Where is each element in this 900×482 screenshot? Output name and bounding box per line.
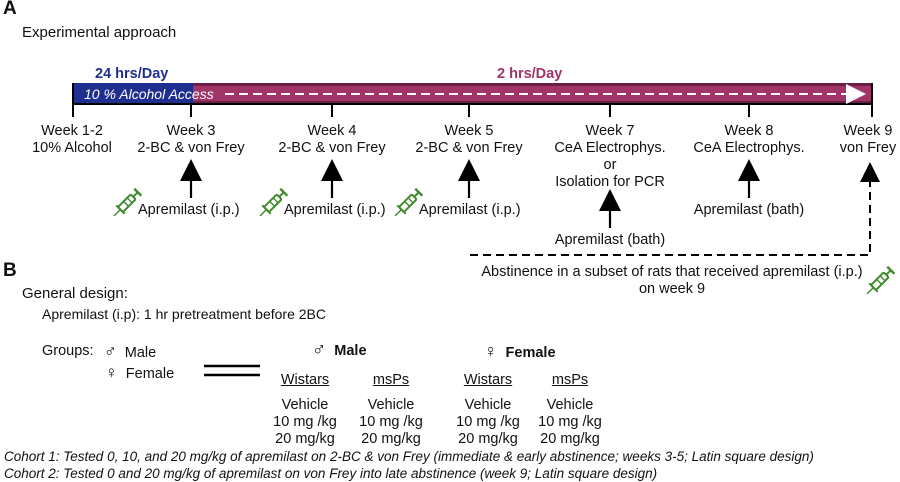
week-title: Week 4 — [307, 123, 357, 139]
male-header-label: Male — [334, 343, 367, 359]
dose-row: Vehicle — [367, 397, 415, 413]
week-9: Week 9 von Frey — [840, 123, 896, 157]
cohort-2-note: Cohort 2: Tested 0 and 20 mg/kg of aprem… — [4, 466, 658, 481]
week-title: Week 8 — [724, 123, 774, 139]
group-column-male-wistars: Wistars Vehicle 10 mg /kg 20 mg/kg — [273, 372, 337, 448]
bar-inner-label: 10 % Alcohol Access — [84, 86, 214, 102]
male-header: ♂ Male — [312, 339, 367, 360]
column-head: Wistars — [280, 372, 330, 388]
dose-row: 20 mg/kg — [458, 431, 518, 447]
dose-row: 20 mg/kg — [540, 431, 600, 447]
week-sub: 2-BC & von Frey — [415, 140, 523, 156]
week-title: Week 3 — [166, 123, 216, 139]
group-column-female-msps: msPs Vehicle 10 mg /kg 20 mg/kg — [538, 372, 602, 448]
male-symbol-icon: ♂ — [312, 339, 327, 360]
column-head: msPs — [551, 372, 589, 388]
female-header-label: Female — [505, 345, 556, 361]
week-1-2: Week 1-2 10% Alcohol — [32, 123, 112, 157]
panel-b-title: General design: — [22, 285, 128, 302]
treatment-label: Apremilast (bath) — [554, 232, 666, 248]
week-sub: or — [603, 157, 617, 173]
week-4: Week 4 2-BC & von Frey — [278, 123, 385, 157]
male-legend: ♂ Male — [104, 343, 156, 362]
treatment-label: Apremilast (i.p.) — [419, 202, 521, 218]
week-sub: CeA Electrophys. — [554, 140, 666, 156]
dose-row: 10 mg /kg — [456, 414, 520, 430]
female-header: ♀ Female — [484, 341, 556, 362]
week-5: Week 5 2-BC & von Frey — [415, 123, 522, 157]
dose-row: 10 mg /kg — [538, 414, 602, 430]
week-sub: CeA Electrophys. — [693, 140, 805, 156]
female-legend: ♀ Female — [105, 364, 174, 383]
treatment-label: Apremilast (i.p.) — [284, 202, 386, 218]
abstinence-line: on week 9 — [638, 281, 706, 297]
dose-row: Vehicle — [546, 397, 594, 413]
group-column-female-wistars: Wistars Vehicle 10 mg /kg 20 mg/kg — [456, 372, 520, 448]
column-head: Wistars — [463, 372, 513, 388]
week-title: Week 5 — [444, 123, 494, 139]
groups-label: Groups: — [42, 343, 94, 359]
dose-row: 10 mg /kg — [273, 414, 337, 430]
bar-left-label: 24 hrs/Day — [95, 66, 169, 82]
female-symbol-icon: ♀ — [484, 341, 498, 361]
timeline-bar-top-edge — [193, 83, 872, 86]
group-column-male-msps: msPs Vehicle 10 mg /kg 20 mg/kg — [359, 372, 423, 448]
week-sub: von Frey — [839, 140, 897, 156]
panel-b-label: B — [3, 260, 17, 281]
week-sub: 2-BC & von Frey — [137, 140, 245, 156]
week-8: Week 8 CeA Electrophys. — [693, 123, 804, 157]
abstinence-line: Abstinence in a subset of rats that rece… — [481, 264, 863, 280]
dose-row: 20 mg/kg — [275, 431, 335, 447]
cohort-1-note: Cohort 1: Tested 0, 10, and 20 mg/kg of … — [4, 449, 814, 464]
panel-a-title: Experimental approach — [22, 24, 177, 41]
column-head: msPs — [372, 372, 410, 388]
timeline-bar-blue — [73, 83, 193, 104]
pretreatment-text: Apremilast (i.p): 1 hr pretreatment befo… — [42, 306, 327, 322]
treatment-label: Apremilast (i.p.) — [138, 202, 240, 218]
cohort-notes: Cohort 1: Tested 0, 10, and 20 mg/kg of … — [4, 448, 814, 482]
week-title: Week 7 — [585, 123, 635, 139]
treatment-label: Apremilast (bath) — [693, 202, 805, 218]
dose-row: 10 mg /kg — [359, 414, 423, 430]
week-sub: Isolation for PCR — [555, 174, 665, 190]
male-legend-label: Male — [124, 345, 157, 361]
timeline-bar-magenta — [193, 83, 872, 104]
dose-row: Vehicle — [281, 397, 329, 413]
week-sub: 2-BC & von Frey — [278, 140, 386, 156]
abstinence-dashed-path — [470, 162, 880, 256]
week-title: Week 1-2 — [41, 123, 103, 139]
week-3: Week 3 2-BC & von Frey — [137, 123, 244, 157]
week-7: Week 7 CeA Electrophys. or Isolation for… — [554, 123, 665, 191]
week-sub: 10% Alcohol — [32, 140, 112, 156]
syringe-icon — [861, 264, 897, 300]
abstinence-note: Abstinence in a subset of rats that rece… — [481, 264, 862, 298]
dose-row: 20 mg/kg — [361, 431, 421, 447]
bar-right-label: 2 hrs/Day — [497, 66, 563, 82]
panel-a-label: A — [3, 0, 17, 19]
female-symbol-icon: ♀ — [105, 363, 118, 382]
week-title: Week 9 — [843, 123, 893, 139]
dose-row: Vehicle — [464, 397, 512, 413]
male-symbol-icon: ♂ — [104, 342, 117, 361]
female-legend-label: Female — [125, 366, 175, 382]
